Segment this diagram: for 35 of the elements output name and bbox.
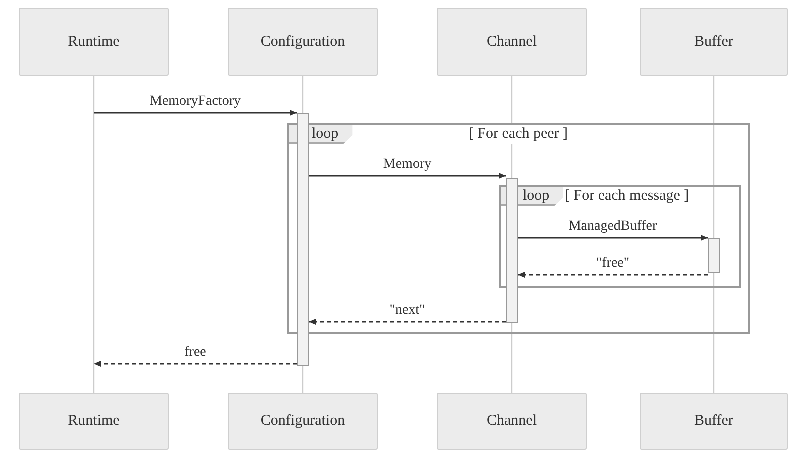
lifeline [511,323,513,393]
activation-bar [506,178,518,323]
participant-box [640,393,788,450]
participant-box [640,8,788,76]
lifeline [713,76,715,238]
return-arrow [518,272,708,278]
participant-box [437,393,587,450]
lifeline [713,273,715,393]
message-arrow [309,173,506,179]
participant-box [19,393,169,450]
participant-name: Buffer [694,34,734,50]
return-arrow [309,319,506,325]
message-label: Memory [381,157,434,173]
participant-box [228,8,378,76]
participant-box [19,8,169,76]
participant-box [228,393,378,450]
message-label: ManagedBuffer [566,219,660,235]
activation-bar [708,238,720,273]
lifeline [302,366,304,393]
participant-name: Channel [487,34,537,50]
participant-name: Runtime [68,413,120,430]
participant-name: Configuration [260,413,346,430]
participant-name: Runtime [68,34,120,50]
message-label: MemoryFactory [148,94,243,110]
loop-condition: [ For each message ] [563,187,692,206]
participant-box [437,8,587,76]
participant-name: Channel [487,413,537,430]
lifeline [302,76,304,113]
message-arrow [518,235,708,241]
activation-bar [297,113,309,366]
lifeline [93,76,95,393]
message-arrow [94,110,297,116]
return-arrow [94,361,297,367]
participant-name: Buffer [694,413,734,430]
participant-name: Configuration [260,34,346,50]
